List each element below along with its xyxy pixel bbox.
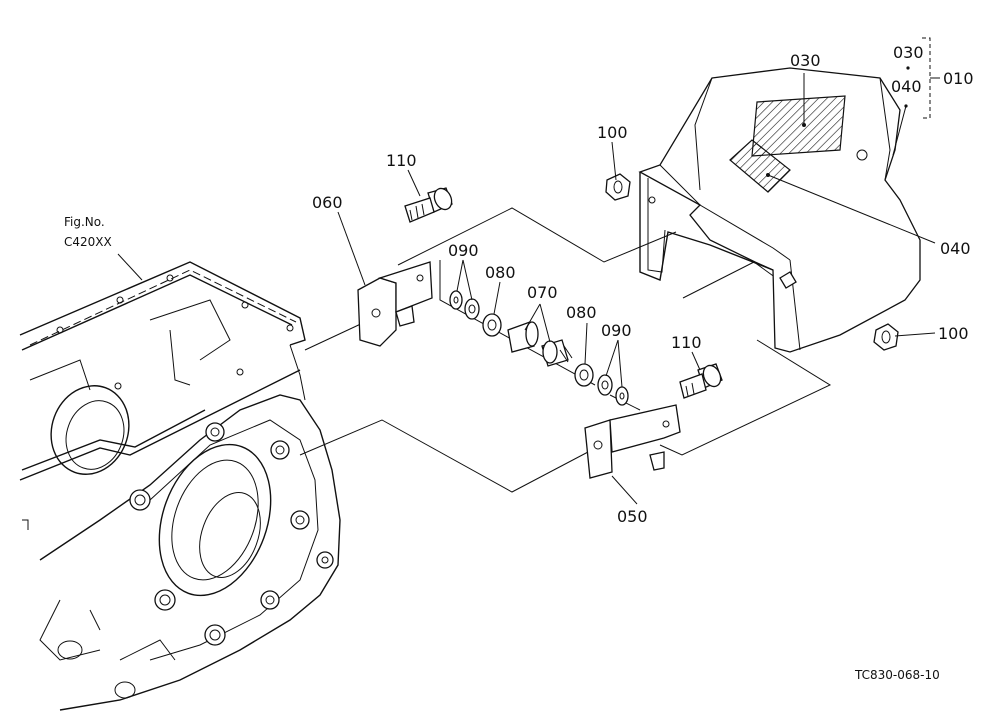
callout-030-top: 030 [893, 43, 924, 62]
callout-080-left: 080 [485, 263, 516, 282]
callout-090-right: 090 [601, 321, 632, 340]
callout-070: 070 [527, 283, 558, 302]
cover-010 [638, 67, 921, 353]
leader-lines [117, 37, 940, 505]
figure-ref-line1: Fig.No. [64, 215, 105, 229]
callout-060: 060 [312, 193, 343, 212]
bolt-110-left [404, 187, 453, 223]
figure-ref-line2: C420XX [64, 235, 112, 249]
callout-040: 040 [940, 239, 971, 258]
callout-040-top: 040 [891, 77, 922, 96]
label-040-plate [729, 139, 791, 193]
bracket-050 [584, 404, 681, 479]
gear-case-housing [19, 261, 341, 711]
nut-100-left [605, 173, 631, 201]
label-030-plate [751, 95, 846, 157]
callout-100-left: 100 [597, 123, 628, 142]
drawing-code: TC830-068-10 [854, 668, 940, 682]
bracket-060 [357, 261, 433, 347]
callout-110-left: 110 [386, 151, 417, 170]
bolt-110-right [679, 363, 723, 399]
callout-110-right: 110 [671, 333, 702, 352]
nut-100-right [873, 323, 899, 351]
callout-050: 050 [617, 507, 648, 526]
callout-010: 010 [943, 69, 974, 88]
callout-090-left: 090 [448, 241, 479, 260]
callout-080-right: 080 [566, 303, 597, 322]
callout-100-right: 100 [938, 324, 969, 343]
hardware-stack [449, 290, 629, 406]
callout-labels: 030 040 010 030 040 100 100 110 110 060 … [64, 43, 974, 682]
callout-030: 030 [790, 51, 821, 70]
